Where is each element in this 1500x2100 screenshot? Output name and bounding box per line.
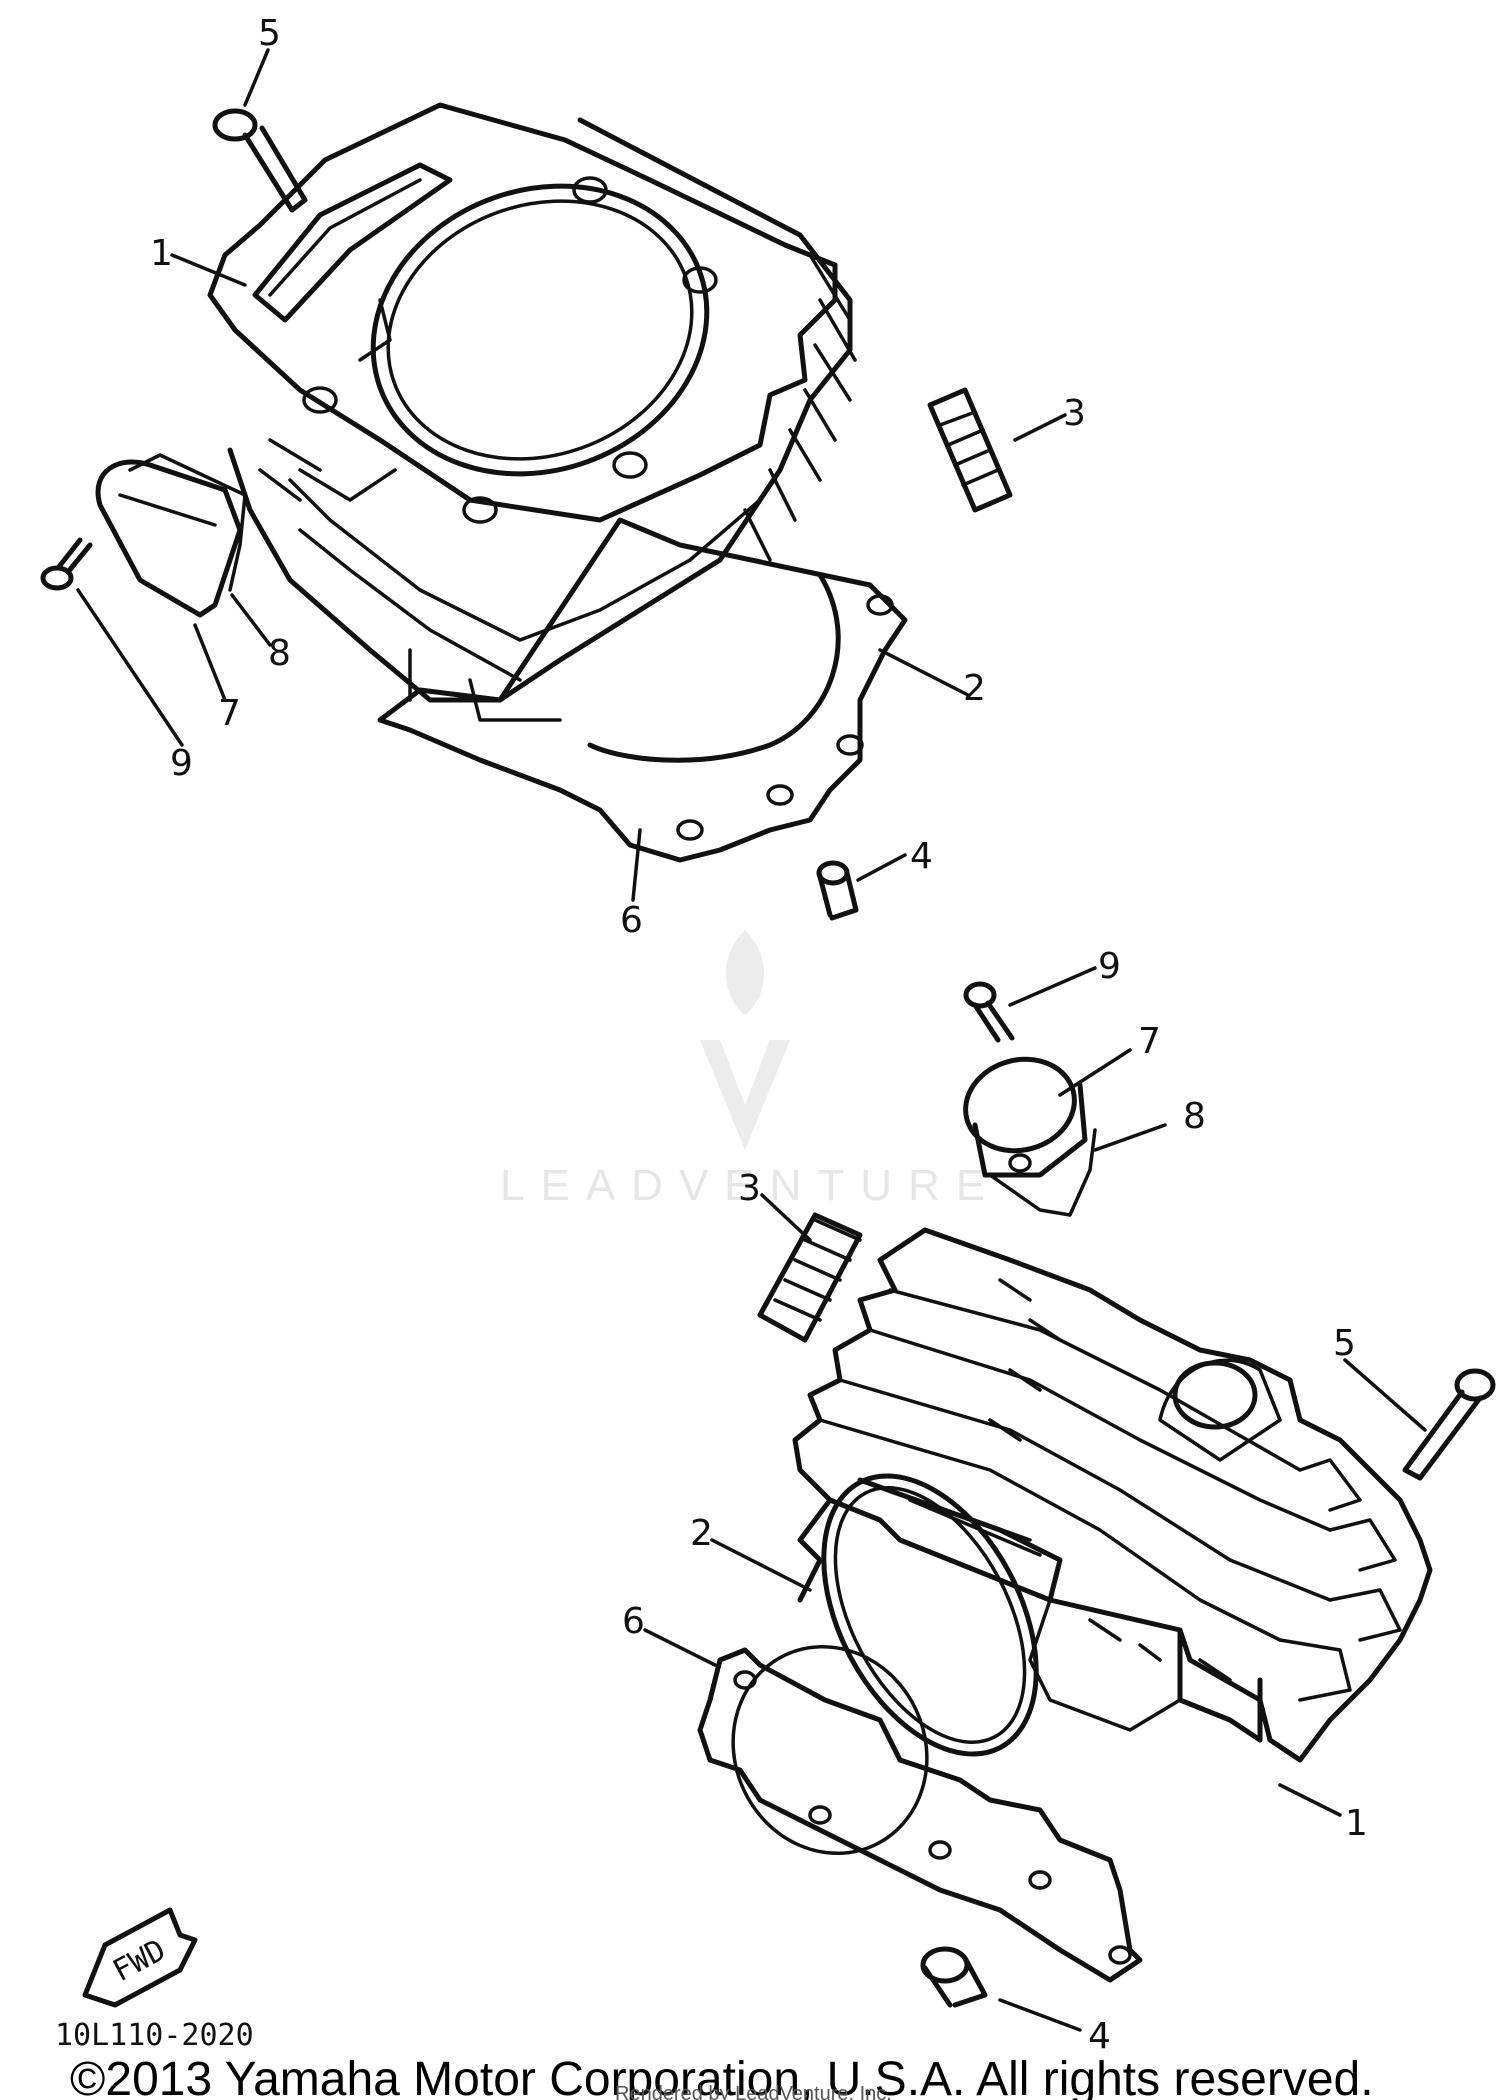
copyright-notice: ©2013 Yamaha Motor Corporation, U.S.A. A…: [70, 2053, 1374, 2100]
bottom-label-2: 2: [690, 1513, 713, 1554]
top-label-6: 6: [620, 900, 643, 941]
top-label-2: 2: [963, 668, 986, 709]
bottom-label-4: 4: [1088, 2016, 1111, 2057]
bottom-o-ring: [821, 1473, 1039, 1757]
forward-arrow-marker: FWD: [82, 1907, 198, 2008]
top-label-4: 4: [910, 836, 933, 877]
bottom-label-9: 9: [1098, 946, 1121, 987]
bottom-bolt-5: [1402, 1368, 1496, 1481]
bottom-label-7: 7: [1138, 1021, 1161, 1062]
top-cylinder-body: [207, 102, 857, 722]
top-dowel-pin-3: [927, 387, 1013, 513]
bottom-cap-7: [963, 1056, 1088, 1178]
top-label-8: 8: [268, 633, 291, 674]
top-dowel-4: [816, 860, 859, 921]
watermark-text: LEADVENTURE: [500, 1161, 1001, 1210]
top-label-7: 7: [218, 693, 241, 734]
bottom-base-gasket: [697, 1644, 1143, 1983]
top-base-gasket: [377, 517, 908, 863]
bottom-cylinder-body: [792, 1227, 1433, 1763]
top-gasket-8: [128, 453, 247, 592]
bottom-label-8: 8: [1183, 1096, 1206, 1137]
bottom-leader-lines: [643, 966, 1427, 2032]
bottom-label-5: 5: [1333, 1323, 1356, 1364]
top-leader-lines: [76, 48, 1067, 902]
rendered-by-notice: Rendered by LeadVenture, Inc.: [615, 2083, 892, 2100]
top-label-1: 1: [150, 233, 173, 274]
bottom-dowel-pin-3: [757, 1212, 863, 1343]
bottom-label-1: 1: [1345, 1803, 1368, 1844]
bottom-label-6: 6: [622, 1601, 645, 1642]
top-label-9: 9: [170, 743, 193, 784]
diagram-code: 10L110-2020: [55, 2018, 254, 2053]
bottom-label-3: 3: [738, 1168, 761, 1209]
bottom-bolt-9: [963, 981, 1015, 1043]
bottom-gasket-8: [988, 1128, 1097, 1217]
top-cap-7: [95, 459, 243, 618]
top-o-ring: [587, 572, 841, 763]
top-label-5: 5: [258, 13, 281, 54]
leadventure-watermark: LEADVENTURE: [500, 930, 1001, 1210]
top-label-3: 3: [1063, 393, 1086, 434]
top-bolt-9: [40, 537, 93, 591]
top-bolt-5: [212, 108, 308, 213]
bottom-dowel-4: [920, 1946, 988, 2008]
